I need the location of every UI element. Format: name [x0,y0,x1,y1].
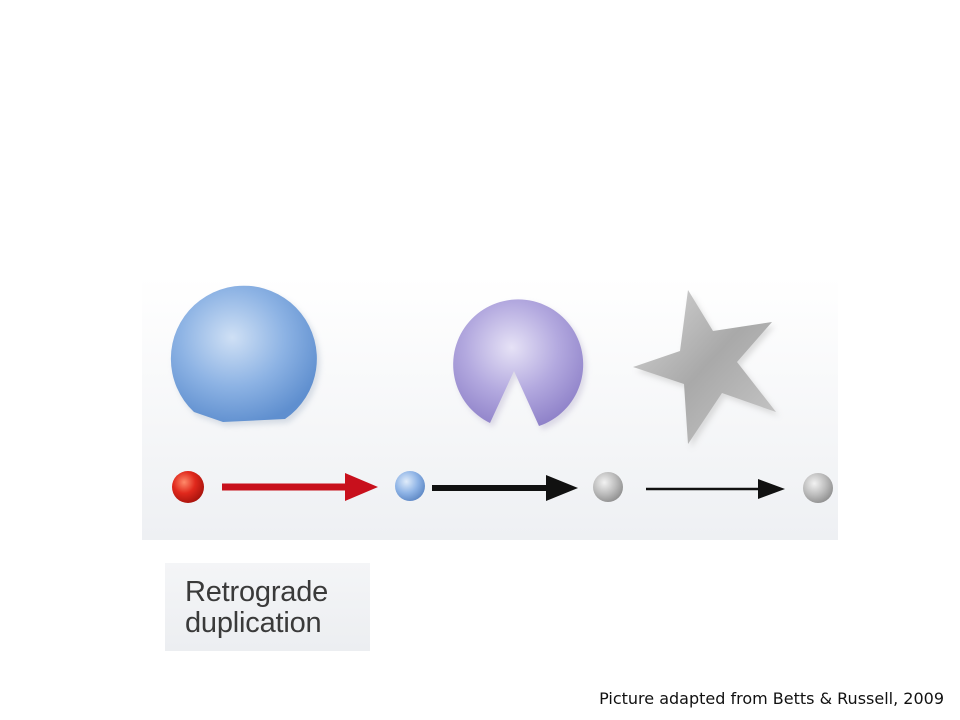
image-credit-caption: Picture adapted from Betts & Russell, 20… [599,689,944,708]
black-arrow-thin [646,479,785,499]
purple-pacman-receptor-icon [453,299,587,430]
red-arrow [222,473,378,501]
retrograde-duplication-label-box: Retrograde duplication [165,563,370,651]
grey-ligand-icon [803,473,833,503]
evolution-diagram-panel [142,276,838,540]
black-arrow-thick [432,475,578,501]
retrograde-duplication-label: Retrograde duplication [185,577,328,639]
grey-star-icon [633,290,779,448]
blue-pacman-receptor-icon [170,285,320,426]
label-line-2: duplication [185,607,322,639]
label-line-1: Retrograde [185,576,329,608]
red-ligand-icon [172,471,204,503]
blue-ligand-icon [395,471,425,501]
grey-ligand-icon [593,472,623,502]
